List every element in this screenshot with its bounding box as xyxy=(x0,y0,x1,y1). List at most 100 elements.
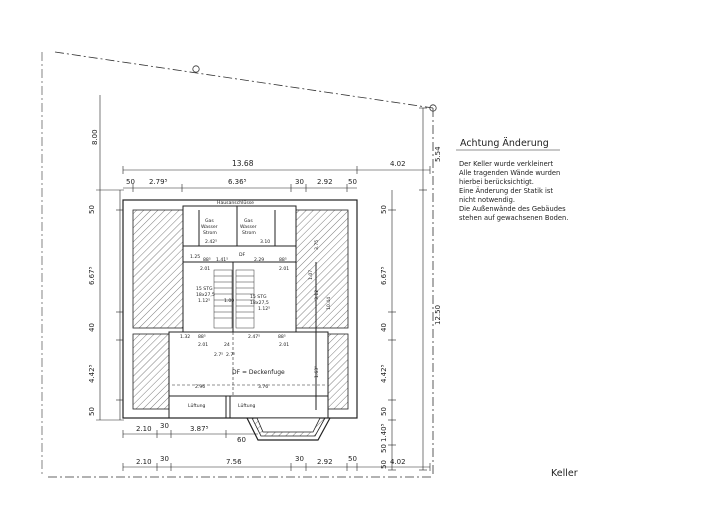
top-dimension-lines xyxy=(122,166,431,192)
inner-dim: 88⁵ xyxy=(198,334,206,340)
inner-dim: 24 xyxy=(224,342,230,348)
left-dimension-lines xyxy=(96,95,124,421)
inner-dim: 2.96 xyxy=(195,384,205,390)
dim-bottom: 30 xyxy=(295,455,304,463)
inner-dim: 15 STG xyxy=(196,286,213,292)
dim-left: 50 xyxy=(88,407,96,416)
inner-dim: 1.32 xyxy=(180,334,190,340)
unexcavated-zone xyxy=(132,209,184,329)
dim-total-width: 13.68 xyxy=(232,159,254,168)
change-note: Achtung Änderung Der Keller wurde verkle… xyxy=(456,138,568,222)
right-dimension-lines xyxy=(388,107,427,471)
boundary-marker xyxy=(192,65,200,73)
inner-dim: 1.41⁵ xyxy=(216,257,228,263)
dim-top: 30 xyxy=(295,178,304,186)
dim-bottom: 2.92 xyxy=(317,458,333,466)
dim-top: 50 xyxy=(126,178,135,186)
inner-dim: 2.01 xyxy=(200,266,210,272)
room-label: Lüftung xyxy=(238,403,256,409)
room-label: DF xyxy=(239,252,246,258)
dim-right-top: 5.54 xyxy=(434,146,442,162)
inner-dim: 1.63⁵ xyxy=(314,366,320,378)
bay-projection xyxy=(246,417,331,441)
dim-right: 50 xyxy=(380,205,388,214)
inner-dim: 1.07 xyxy=(308,270,314,280)
dim-bottom: 50 xyxy=(348,455,357,463)
dim-bottom: 60 xyxy=(237,436,246,444)
dim-left: 40 xyxy=(88,323,96,332)
note-line: Eine Änderung der Statik ist xyxy=(459,186,553,195)
inner-dim: 88⁵ xyxy=(203,257,211,263)
inner-dim: 3.10 xyxy=(260,239,270,245)
inner-dim: 3.76 xyxy=(258,384,268,390)
room-label: Wasser xyxy=(201,224,218,230)
dim-top: 6.36⁵ xyxy=(228,178,247,186)
inner-dim: 15 STG xyxy=(250,294,267,300)
staircase xyxy=(213,269,255,329)
dim-right: 4.42⁵ xyxy=(380,364,388,383)
unexcavated-zone xyxy=(327,333,349,410)
note-line: Die Außenwände des Gebäudes xyxy=(459,205,566,213)
room-label: DF = Deckenfuge xyxy=(232,369,285,376)
inner-dim: 18x27,5 xyxy=(196,292,215,298)
note-line: stehen auf gewachsenen Boden. xyxy=(459,214,568,222)
inner-dim: 2.42⁵ xyxy=(205,239,217,245)
dim-bottom: 2.10 xyxy=(136,425,152,433)
dim-top: 50 xyxy=(348,178,357,186)
inner-dim: 1.12⁵ xyxy=(258,306,270,312)
note-title: Achtung Änderung xyxy=(460,138,549,149)
room-label: Strom xyxy=(203,230,217,236)
dim-bottom: 30 xyxy=(160,455,169,463)
note-line: hierbei berücksichtigt. xyxy=(459,178,534,186)
dim-right: 50 xyxy=(380,407,388,416)
plan-title: Keller xyxy=(551,468,578,479)
dim-bottom: 7.56 xyxy=(226,458,242,466)
dim-right-outer: 12.50 xyxy=(434,305,442,325)
dim-left: 6.67⁵ xyxy=(88,266,96,285)
inner-dim: 2.01 xyxy=(198,342,208,348)
inner-dim: 10.44 xyxy=(326,297,332,310)
dim-bottom: 2.10 xyxy=(136,458,152,466)
building xyxy=(122,199,358,441)
note-line: nicht notwendig. xyxy=(459,196,515,204)
room-label: Gas xyxy=(244,218,253,224)
dim-left: 50 xyxy=(88,205,96,214)
unexcavated-zone xyxy=(295,209,349,329)
dim-right: 50 xyxy=(380,444,388,453)
unexcavated-zone xyxy=(132,333,170,410)
room-label: Hausanschlüsse xyxy=(217,200,254,206)
inner-dim: 2.01 xyxy=(279,342,289,348)
inner-dim: 2.47⁵ xyxy=(248,334,260,340)
dim-right: 4.02 xyxy=(390,160,406,168)
room-label: Gas xyxy=(205,218,214,224)
dim-bottom: 30 xyxy=(160,422,169,430)
inner-dim: 3.12 xyxy=(314,290,320,300)
dim-right: 50 xyxy=(380,460,388,469)
inner-dim: 2.7⁵ xyxy=(214,352,223,358)
note-line: Alle tragenden Wände wurden xyxy=(459,169,560,177)
inner-dim: 2.29 xyxy=(254,257,264,263)
room-label: Lüftung xyxy=(188,403,206,409)
dim-right: 40 xyxy=(380,323,388,332)
dim-top: 2.92 xyxy=(317,178,333,186)
inner-dim: 1.00 xyxy=(224,298,234,304)
dim-bottom: 4.02 xyxy=(390,458,406,466)
dim-right: 1.40⁵ xyxy=(380,423,388,442)
inner-dim: 3.75 xyxy=(314,240,320,250)
inner-dim: 1.25 xyxy=(190,254,200,260)
inner-dim: 2.01 xyxy=(279,266,289,272)
inner-dim: 1.12⁵ xyxy=(198,298,210,304)
room-label: Strom xyxy=(242,230,256,236)
dim-left: 4.42⁵ xyxy=(88,364,96,383)
inner-dim: 2.7⁵ xyxy=(226,352,235,358)
dim-top: 2.79⁵ xyxy=(149,178,168,186)
dim-left-outer: 8.00 xyxy=(91,129,99,145)
dim-right: 6.67⁵ xyxy=(380,266,388,285)
bottom-dimension-lines xyxy=(122,430,431,471)
room-label: Wasser xyxy=(240,224,257,230)
boundary-marker xyxy=(429,104,437,112)
inner-dim: 18x27,5 xyxy=(250,300,269,306)
inner-dim: 88⁵ xyxy=(279,257,287,263)
